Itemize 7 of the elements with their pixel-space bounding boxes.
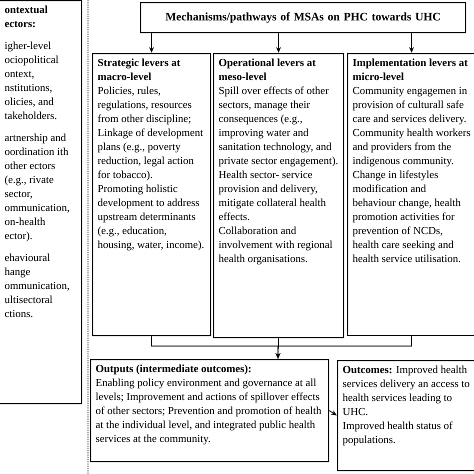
lever-box: Operational levers at meso-level Spill over effects of other sectors, manage their consequences (e.g., improving water and sanitation technology, and private sector engagement). Health sector- service provision and delivery, mitigate collateral health effects. Collaboration and involvement with regional health organisations. [213, 53, 344, 338]
lever-box: Strategic levers at macro-level Policies, rules, regulations, resources from other discipline; Linkage of development plans (e.g., poverty reduction, legal action for tobacco). Promoting holistic development to address upstream determinants (e.g., education, housing, water, income). [92, 53, 212, 336]
outputs-box: Outputs (intermediate outcomes): Enabling policy environment and governance at all levels; Improvement and actions of spillover effects of other sectors; Prevention and promotion of health at the individual level, and integrated public health services at the community. [90, 359, 330, 462]
factor-box: ontextual ectors: igher-level ociopolitical ontext, nstitutions, olicies, and takeholders. artnership and oordination ith other ectors (e.g., rivate sector, ommunication, on-health ector). ehavioural hange ommunication, ultisectoral ctions. [0, 0, 82, 404]
outcomes-box: Outcomes: Improved health services delivery an access to health services leading to UHC. Improved health status of populations. [337, 360, 474, 472]
title-box: Mechanisms/pathways of MSAs on PHC towards UHC [140, 2, 466, 34]
lever-box: Implementation levers at micro-level Community engagemen in provision of culturall safe care and services delivery. Community health workers and providers from the indigenous community. Change in lifestyles modification and behaviour change, health promotion activities for prevention of NCDs, health care seeking and health service utilisation. [347, 53, 474, 336]
